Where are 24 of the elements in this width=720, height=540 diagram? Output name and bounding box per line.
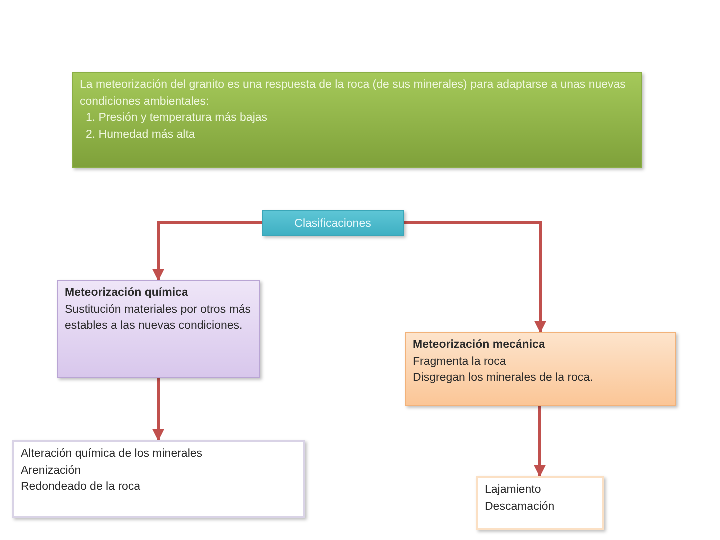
info-box [72, 72, 642, 168]
arrow [534, 406, 546, 478]
node-text: 1. Presión y temperatura más bajas [85, 111, 269, 126]
node-text: Disgregan los minerales de la roca. [413, 371, 594, 386]
node-text: 2. Humedad más alta [85, 128, 196, 144]
arrow [404, 222, 546, 334]
node-text: Redondeado de la roca [21, 480, 142, 496]
result-box [12, 440, 305, 518]
node-text: Meteorización mecánica [413, 338, 546, 353]
node-text: Descamación [485, 500, 556, 515]
node-text: La meteorización del granito es una respuesta de la roca (de sus minerales) para adaptarse a unas nuevas condiciones ambientales: [80, 78, 627, 110]
node-text: Sustitución materiales por otros más estables a las nuevas condiciones. [65, 302, 252, 334]
process-box [57, 280, 260, 378]
node-text: Arenización [21, 464, 82, 479]
arrow [152, 378, 164, 442]
arrow [152, 222, 262, 282]
node-text: Clasificaciones [294, 217, 372, 232]
process-box [405, 332, 676, 406]
node-text: Lajamiento [485, 483, 542, 498]
result-box [476, 476, 604, 530]
node-text: Meteorización química [65, 286, 190, 301]
node-text: Fragmenta la roca [413, 354, 508, 370]
node-text: Alteración química de los minerales [21, 447, 204, 462]
category-box [262, 210, 404, 236]
